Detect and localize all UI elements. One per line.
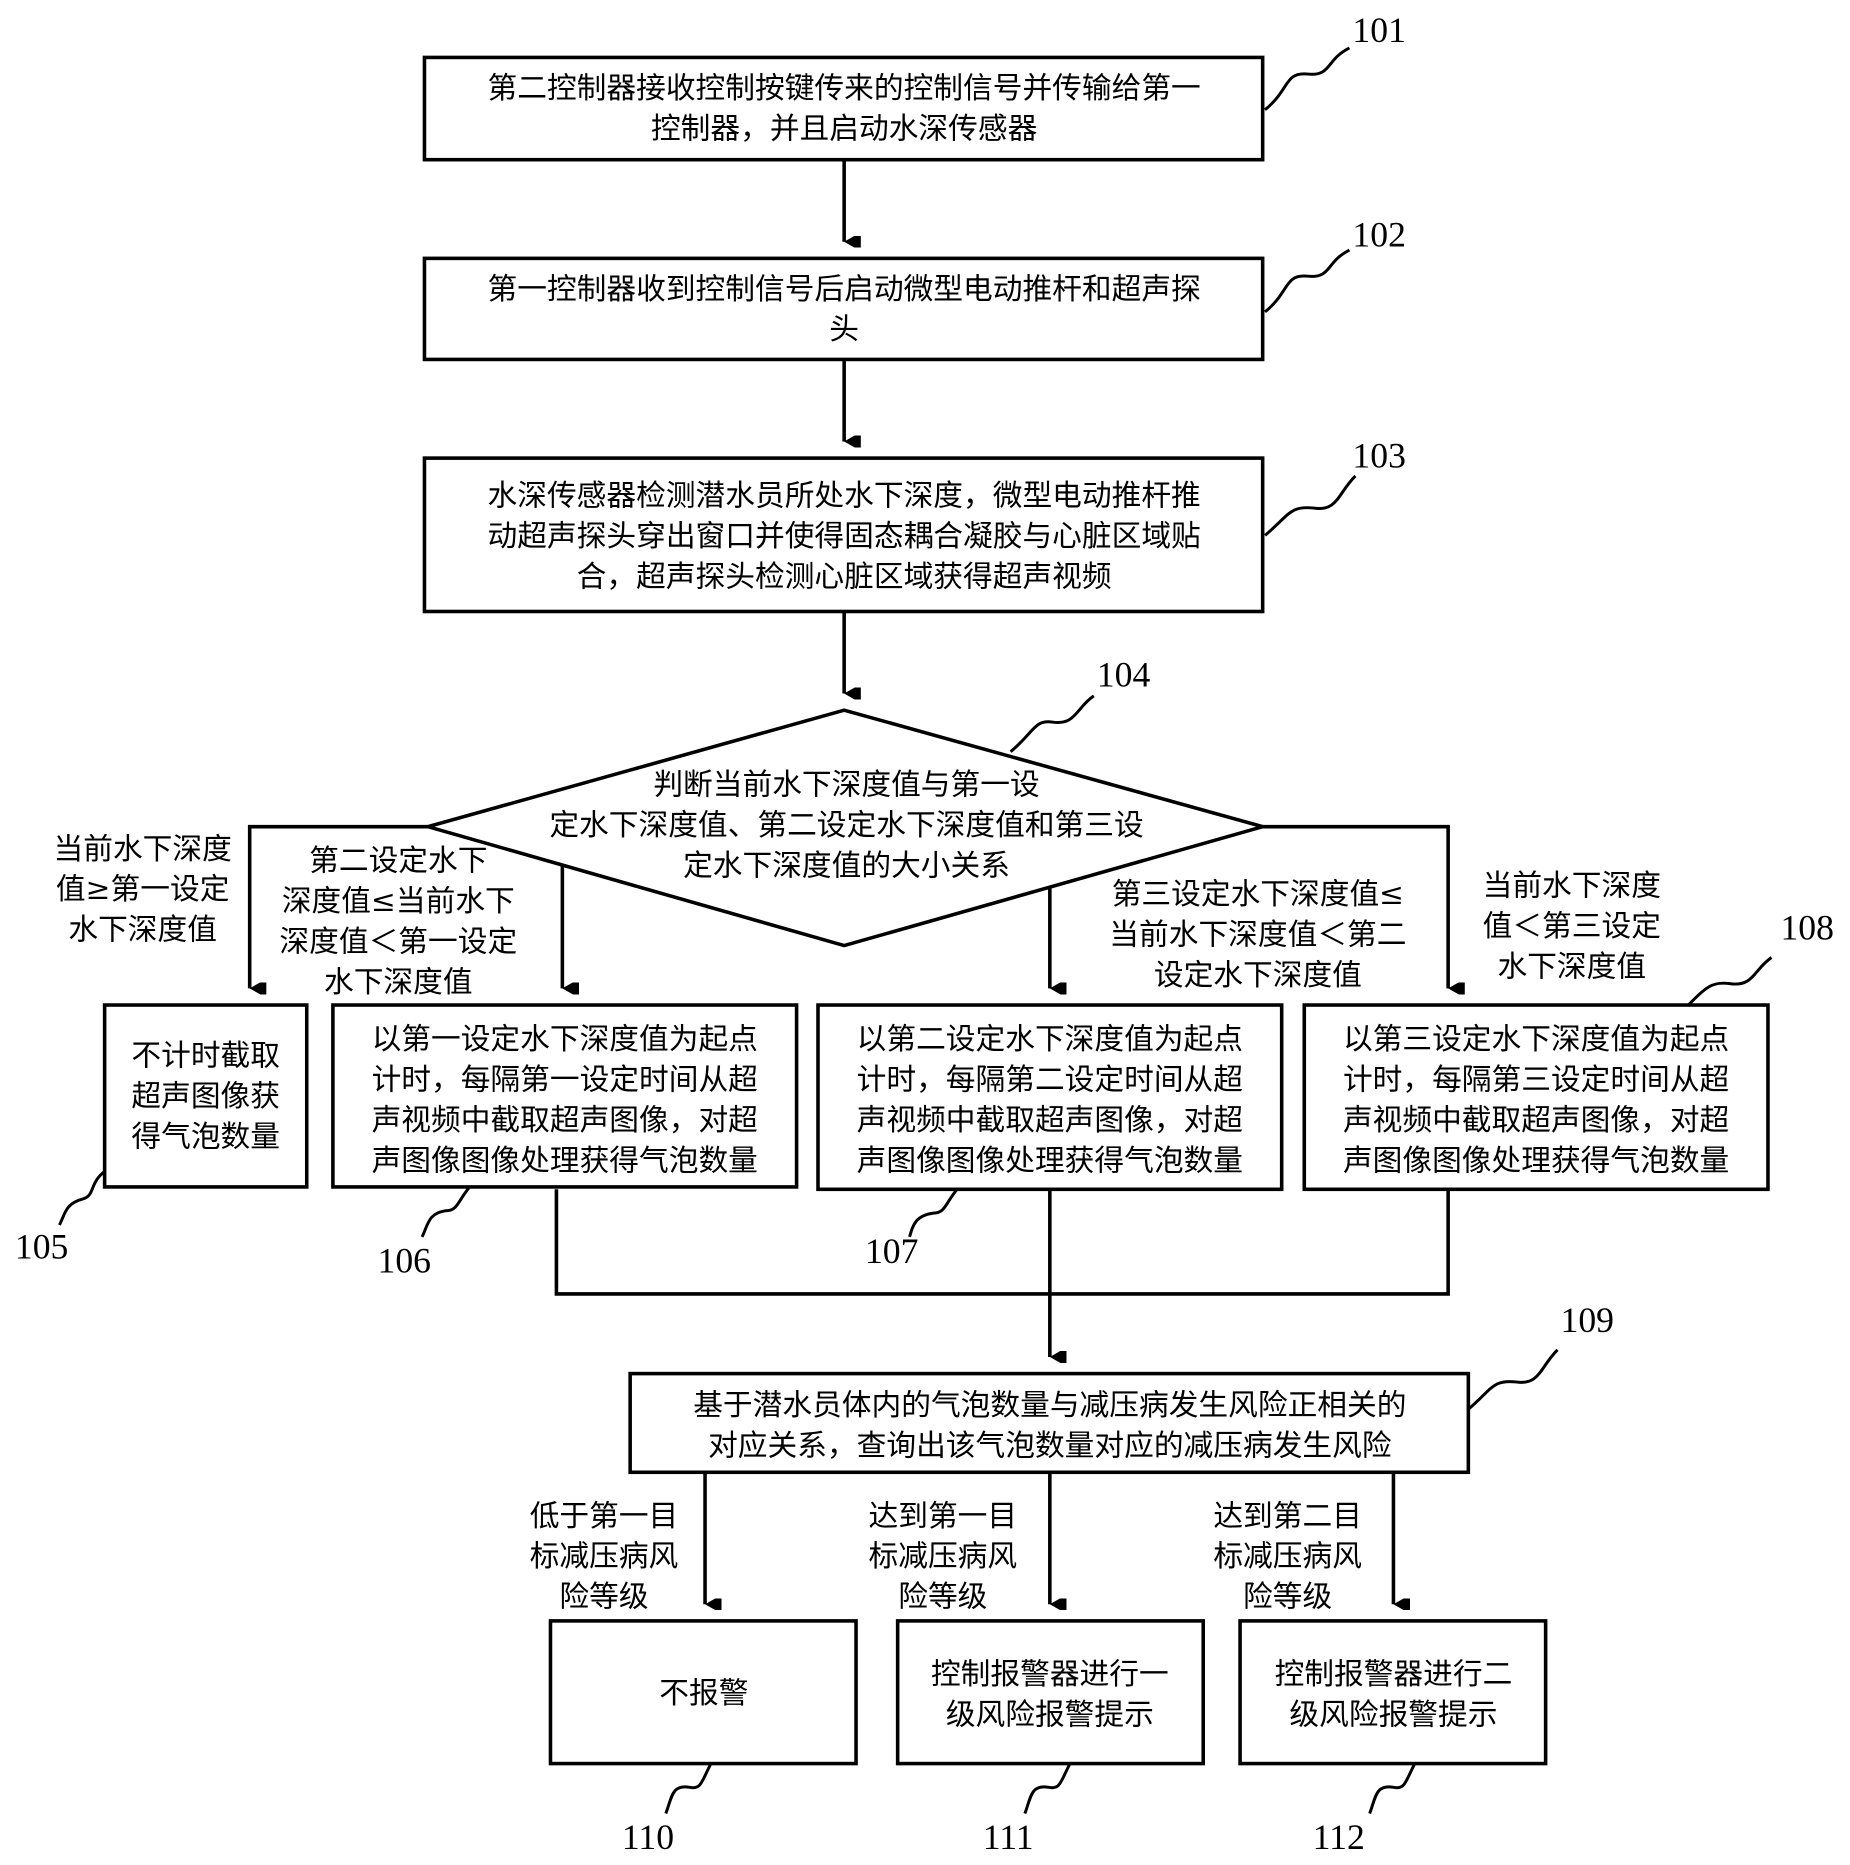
condition-107-label: 当前水下深度值＜第二 [1109, 917, 1406, 952]
step-112-box [1240, 1621, 1546, 1764]
step-106-text: 以第一设定水下深度值为起点 [372, 1022, 758, 1057]
step-107-text: 计时，每隔第二设定时间从超 [857, 1062, 1243, 1097]
step-107-number: 107 [865, 1231, 918, 1271]
leader-105 [59, 1171, 104, 1225]
condition-108-label: 水下深度值 [1497, 949, 1646, 984]
step-102-text: 第一控制器收到控制信号后启动微型电动推杆和超声探 [488, 272, 1201, 307]
condition-107-label: 第三设定水下深度值≤ [1112, 877, 1404, 912]
condition-106-label: 深度值＜第一设定 [279, 925, 517, 960]
step-104-text: 定水下深度值、第二设定水下深度值和第三设 [549, 808, 1143, 843]
step-102-text: 头 [829, 312, 859, 347]
condition-110-label: 标减压病风 [530, 1539, 679, 1574]
step-105-text: 得气泡数量 [131, 1120, 280, 1155]
condition-105-label: 水下深度值 [68, 913, 217, 948]
condition-108-label: 值＜第三设定 [1483, 909, 1661, 944]
step-107-text: 以第二设定水下深度值为起点 [857, 1022, 1243, 1057]
merge-line [556, 1189, 1448, 1294]
leader-108 [1688, 957, 1771, 1005]
condition-112-label: 标减压病风 [1213, 1539, 1362, 1574]
leader-111 [1025, 1764, 1070, 1814]
leader-104 [1011, 696, 1094, 752]
step-101-text: 控制器，并且启动水深传感器 [651, 111, 1037, 146]
condition-111-label: 达到第一目 [869, 1499, 1018, 1534]
step-112-text: 级风险报警提示 [1289, 1697, 1497, 1732]
step-103-text: 合，超声探头检测心脏区域获得超声视频 [577, 560, 1112, 595]
condition-106-label: 深度值≤当前水下 [282, 884, 515, 919]
step-103-text: 动超声探头穿出窗口并使得固态耦合凝胶与心脏区域贴 [488, 519, 1201, 554]
step-109-text: 基于潜水员体内的气泡数量与减压病发生风险正相关的 [693, 1388, 1406, 1423]
step-101-text: 第二控制器接收控制按键传来的控制信号并传输给第一 [488, 71, 1201, 106]
step-110-text: 不报警 [659, 1676, 748, 1711]
step-106-text: 计时，每隔第一设定时间从超 [372, 1062, 758, 1097]
leader-103 [1265, 476, 1355, 535]
step-110-number: 110 [622, 1817, 674, 1857]
condition-106-label: 水下深度值 [324, 965, 473, 1000]
step-102-number: 102 [1352, 214, 1405, 254]
step-111-number: 111 [983, 1817, 1034, 1857]
step-104-text: 判断当前水下深度值与第一设 [653, 768, 1039, 803]
step-112-text: 控制报警器进行二 [1275, 1657, 1513, 1692]
step-101-number: 101 [1352, 10, 1405, 50]
step-106-text: 声视频中截取超声图像，对超 [372, 1103, 758, 1138]
step-108-text: 声视频中截取超声图像，对超 [1343, 1103, 1729, 1138]
condition-111-label: 险等级 [898, 1580, 987, 1615]
step-108-text: 以第三设定水下深度值为起点 [1343, 1022, 1729, 1057]
step-105-number: 105 [15, 1226, 68, 1266]
step-103-text: 水深传感器检测潜水员所处水下深度，微型电动推杆推 [488, 479, 1201, 514]
condition-112-label: 险等级 [1243, 1580, 1332, 1615]
step-109-text: 对应关系，查询出该气泡数量对应的减压病发生风险 [708, 1429, 1392, 1464]
step-111-text: 级风险报警提示 [946, 1697, 1154, 1732]
step-105-text: 超声图像获 [131, 1079, 280, 1114]
leader-112 [1370, 1764, 1415, 1814]
step-105-text: 不计时截取 [131, 1039, 280, 1074]
step-108-text: 计时，每隔第三设定时间从超 [1343, 1062, 1729, 1097]
step-108-text: 声图像图像处理获得气泡数量 [1343, 1143, 1729, 1178]
condition-112-label: 达到第二目 [1213, 1499, 1362, 1534]
condition-111-label: 标减压病风 [869, 1539, 1018, 1574]
leader-102 [1265, 250, 1349, 312]
step-104-text: 定水下深度值的大小关系 [683, 848, 1010, 883]
step-103-number: 103 [1352, 436, 1405, 476]
step-106-number: 106 [377, 1241, 430, 1281]
condition-110-label: 低于第一目 [530, 1499, 679, 1534]
leader-106 [422, 1187, 470, 1237]
step-108-number: 108 [1780, 908, 1833, 948]
leader-110 [666, 1764, 711, 1814]
step-112-number: 112 [1313, 1817, 1365, 1857]
condition-108-label: 当前水下深度 [1483, 869, 1661, 904]
step-107-text: 声图像图像处理获得气泡数量 [857, 1143, 1243, 1178]
step-111-box [898, 1621, 1204, 1764]
leader-107 [910, 1189, 958, 1237]
leader-109 [1468, 1350, 1557, 1409]
step-106-text: 声图像图像处理获得气泡数量 [372, 1143, 758, 1178]
condition-110-label: 险等级 [559, 1580, 648, 1615]
leader-101 [1265, 48, 1349, 110]
condition-106-label: 第二设定水下 [309, 844, 487, 879]
step-109-number: 109 [1561, 1300, 1614, 1340]
condition-107-label: 设定水下深度值 [1154, 958, 1362, 993]
condition-105-label: 值≥第一设定 [56, 872, 229, 907]
condition-105-label: 当前水下深度 [54, 832, 232, 867]
step-107-text: 声视频中截取超声图像，对超 [857, 1103, 1243, 1138]
step-104-number: 104 [1097, 654, 1151, 694]
step-111-text: 控制报警器进行一 [931, 1657, 1169, 1692]
